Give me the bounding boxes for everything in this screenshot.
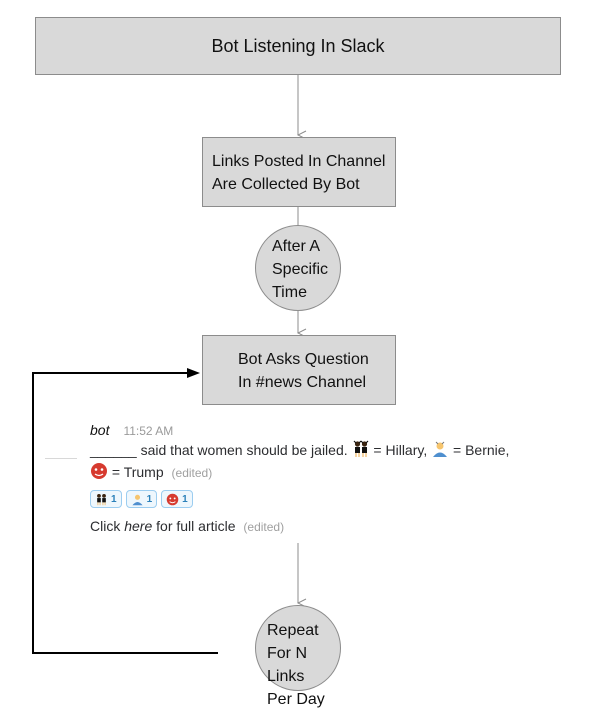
article-link[interactable]: here bbox=[124, 518, 153, 534]
node-time-line-3: Time bbox=[272, 284, 307, 301]
reaction-count: 1 bbox=[146, 493, 153, 505]
loop-back-arrowhead bbox=[187, 368, 200, 378]
node-time-line-2: Specific bbox=[272, 261, 329, 278]
person-icon bbox=[433, 441, 448, 457]
message-timestamp[interactable]: 11:52 AM bbox=[123, 424, 174, 438]
node-bot-asks-question: Bot Asks Question In #news Channel bbox=[202, 335, 396, 405]
article-link-line: Click here for full article (edited) bbox=[90, 518, 570, 534]
label-trump: = Trump bbox=[111, 464, 164, 480]
slack-message: bot 11:52 AM ______ said that women shou… bbox=[90, 422, 570, 534]
node-after-time: After A Specific Time bbox=[255, 225, 341, 311]
message-username[interactable]: bot bbox=[90, 422, 110, 438]
label-bernie: = Bernie, bbox=[453, 442, 510, 458]
person-icon bbox=[132, 494, 143, 505]
reaction-bar: 1 1 1 bbox=[90, 490, 570, 508]
reaction-count: 1 bbox=[182, 493, 188, 505]
node-bot-listening-label: Bot Listening In Slack bbox=[211, 35, 385, 56]
reaction-ogre[interactable]: 1 bbox=[161, 490, 193, 508]
reaction-count: 1 bbox=[111, 493, 117, 505]
edited-marker: (edited) bbox=[171, 466, 213, 480]
reaction-dancers[interactable]: 1 bbox=[90, 490, 122, 508]
link-edited-marker: (edited) bbox=[243, 520, 285, 534]
link-prefix: Click bbox=[90, 518, 121, 534]
ogre-icon bbox=[166, 493, 179, 505]
node-repeat: Repeat For N Links Per Day bbox=[255, 605, 341, 708]
node-repeat-line-1: Repeat bbox=[267, 622, 319, 639]
message-body: ______ said that women should be jailed.… bbox=[90, 439, 570, 484]
dancers-icon bbox=[353, 440, 368, 457]
loop-back-line bbox=[32, 372, 218, 654]
dancers-icon bbox=[97, 493, 106, 505]
node-ask-line-1: Bot Asks Question bbox=[238, 351, 369, 368]
node-time-line-1: After A bbox=[272, 238, 321, 255]
node-links-collected: Links Posted In Channel Are Collected By… bbox=[202, 137, 396, 207]
node-repeat-line-2: For N Links bbox=[267, 645, 307, 685]
node-links-line-1: Links Posted In Channel bbox=[212, 153, 386, 170]
message-header: bot 11:52 AM bbox=[90, 422, 570, 438]
node-links-line-2: Are Collected By Bot bbox=[212, 176, 360, 193]
reaction-person[interactable]: 1 bbox=[125, 490, 158, 508]
message-divider bbox=[45, 458, 77, 459]
message-text: ______ said that women should be jailed. bbox=[90, 442, 348, 458]
ogre-icon bbox=[91, 463, 107, 479]
link-suffix: for full article bbox=[156, 518, 236, 534]
label-hillary: = Hillary, bbox=[373, 442, 428, 458]
node-bot-listening: Bot Listening In Slack bbox=[35, 17, 561, 75]
node-ask-line-2: In #news Channel bbox=[238, 374, 367, 391]
